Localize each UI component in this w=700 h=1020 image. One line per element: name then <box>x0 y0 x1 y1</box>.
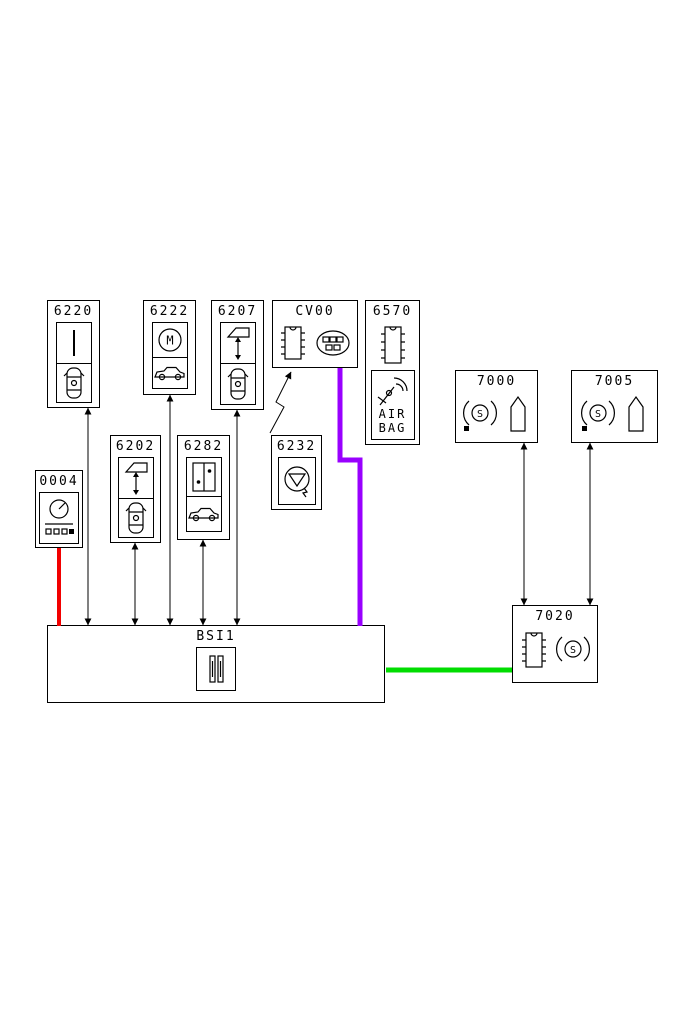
node-6220-icons <box>48 322 99 403</box>
airbag-icon <box>377 377 408 406</box>
node-6232-label: 6232 <box>276 439 317 454</box>
node-cv00-label: CV00 <box>295 304 335 319</box>
car-side-icon <box>153 366 185 381</box>
node-7000-icons: S <box>456 393 537 435</box>
node-0004-icons <box>36 492 82 544</box>
chip-icon <box>380 326 405 364</box>
airbag-text-line2: BAG <box>378 421 407 435</box>
abs-letter: S <box>569 645 575 656</box>
switch-cell <box>185 457 222 497</box>
node-6282-icons <box>178 457 229 532</box>
node-6207-label: 6207 <box>217 304 258 319</box>
connector-icon <box>209 655 224 683</box>
airbag-text-line1: AIR <box>378 407 407 421</box>
impact-sensor-icon <box>72 330 75 356</box>
node-6570-label: 6570 <box>372 304 413 319</box>
node-7005-label: 7005 <box>594 374 635 389</box>
node-6202-icons <box>111 457 160 538</box>
car-top-cell <box>219 363 256 405</box>
window-lift-icon <box>124 462 148 495</box>
airbag-cell: AIR BAG <box>370 370 415 440</box>
car-top-icon <box>63 367 84 399</box>
car-top-icon <box>227 368 248 400</box>
chip-icon <box>280 326 305 360</box>
node-7020-icons: S <box>513 628 597 672</box>
wire-cv00-bsi1-purple <box>337 368 363 626</box>
node-6220-label: 6220 <box>53 304 94 319</box>
node-6202-label: 6202 <box>115 439 156 454</box>
node-bsi1-label: BSI1 <box>196 629 236 644</box>
instrument-cluster-icon <box>45 499 74 535</box>
abs-letter: S <box>477 409 483 420</box>
node-6232: 6232 <box>271 435 322 510</box>
connector-cell <box>196 647 236 691</box>
window-lift-cell <box>117 457 154 499</box>
alarm-siren-cell <box>277 457 316 505</box>
node-7005-icons: S <box>572 393 657 435</box>
chip-icon <box>521 632 546 668</box>
node-6220: 6220 <box>47 300 100 408</box>
node-6222: 6222 M <box>143 300 196 395</box>
car-top-cell <box>117 498 154 538</box>
alarm-siren-icon <box>283 466 310 498</box>
car-top-cell <box>55 363 92 403</box>
abs-letter: S <box>595 409 601 420</box>
window-lift-icon <box>226 327 250 360</box>
node-7020-label: 7020 <box>535 609 575 624</box>
abs-sensor-icon: S <box>463 400 497 431</box>
motor-cell: M <box>151 322 188 358</box>
node-6570: 6570 AIR BAG <box>365 300 420 445</box>
car-side-cell <box>185 496 222 532</box>
motor-letter: M <box>166 334 173 348</box>
car-side-cell <box>151 357 188 389</box>
node-6282-label: 6282 <box>183 439 224 454</box>
abs-sensor-icon: S <box>581 400 615 431</box>
sensor-target-icon <box>628 395 644 432</box>
node-7005: 7005 S <box>571 370 658 443</box>
window-lift-cell <box>219 322 256 364</box>
abs-sensor-icon: S <box>555 636 590 662</box>
node-6207: 6207 <box>211 300 264 410</box>
node-7000-label: 7000 <box>476 374 517 389</box>
instrument-cluster-cell <box>39 492 79 544</box>
sensor-target-icon <box>510 395 526 432</box>
node-7020: 7020 S <box>512 605 598 683</box>
motor-icon: M <box>157 328 182 352</box>
node-0004-label: 0004 <box>39 474 79 489</box>
steering-controls-icon <box>315 330 350 356</box>
switch-icon <box>191 462 216 492</box>
car-top-icon <box>125 502 146 534</box>
node-cv00: CV00 <box>272 300 358 368</box>
node-6282: 6282 <box>177 435 230 540</box>
rf-link-6232-cv00 <box>269 371 292 434</box>
car-side-icon <box>187 507 219 522</box>
node-6202: 6202 <box>110 435 161 543</box>
node-bsi1-icons <box>48 647 384 691</box>
impact-sensor-cell <box>55 322 92 364</box>
node-0004: 0004 <box>35 470 83 548</box>
node-cv00-icons <box>273 323 357 363</box>
node-7000: 7000 S <box>455 370 538 443</box>
node-6232-icons <box>272 457 321 505</box>
node-6222-label: 6222 <box>149 304 190 319</box>
node-6570-icons: AIR BAG <box>366 322 419 440</box>
node-6207-icons <box>212 322 263 405</box>
node-bsi1: BSI1 <box>47 625 385 703</box>
node-6222-icons: M <box>144 322 195 389</box>
